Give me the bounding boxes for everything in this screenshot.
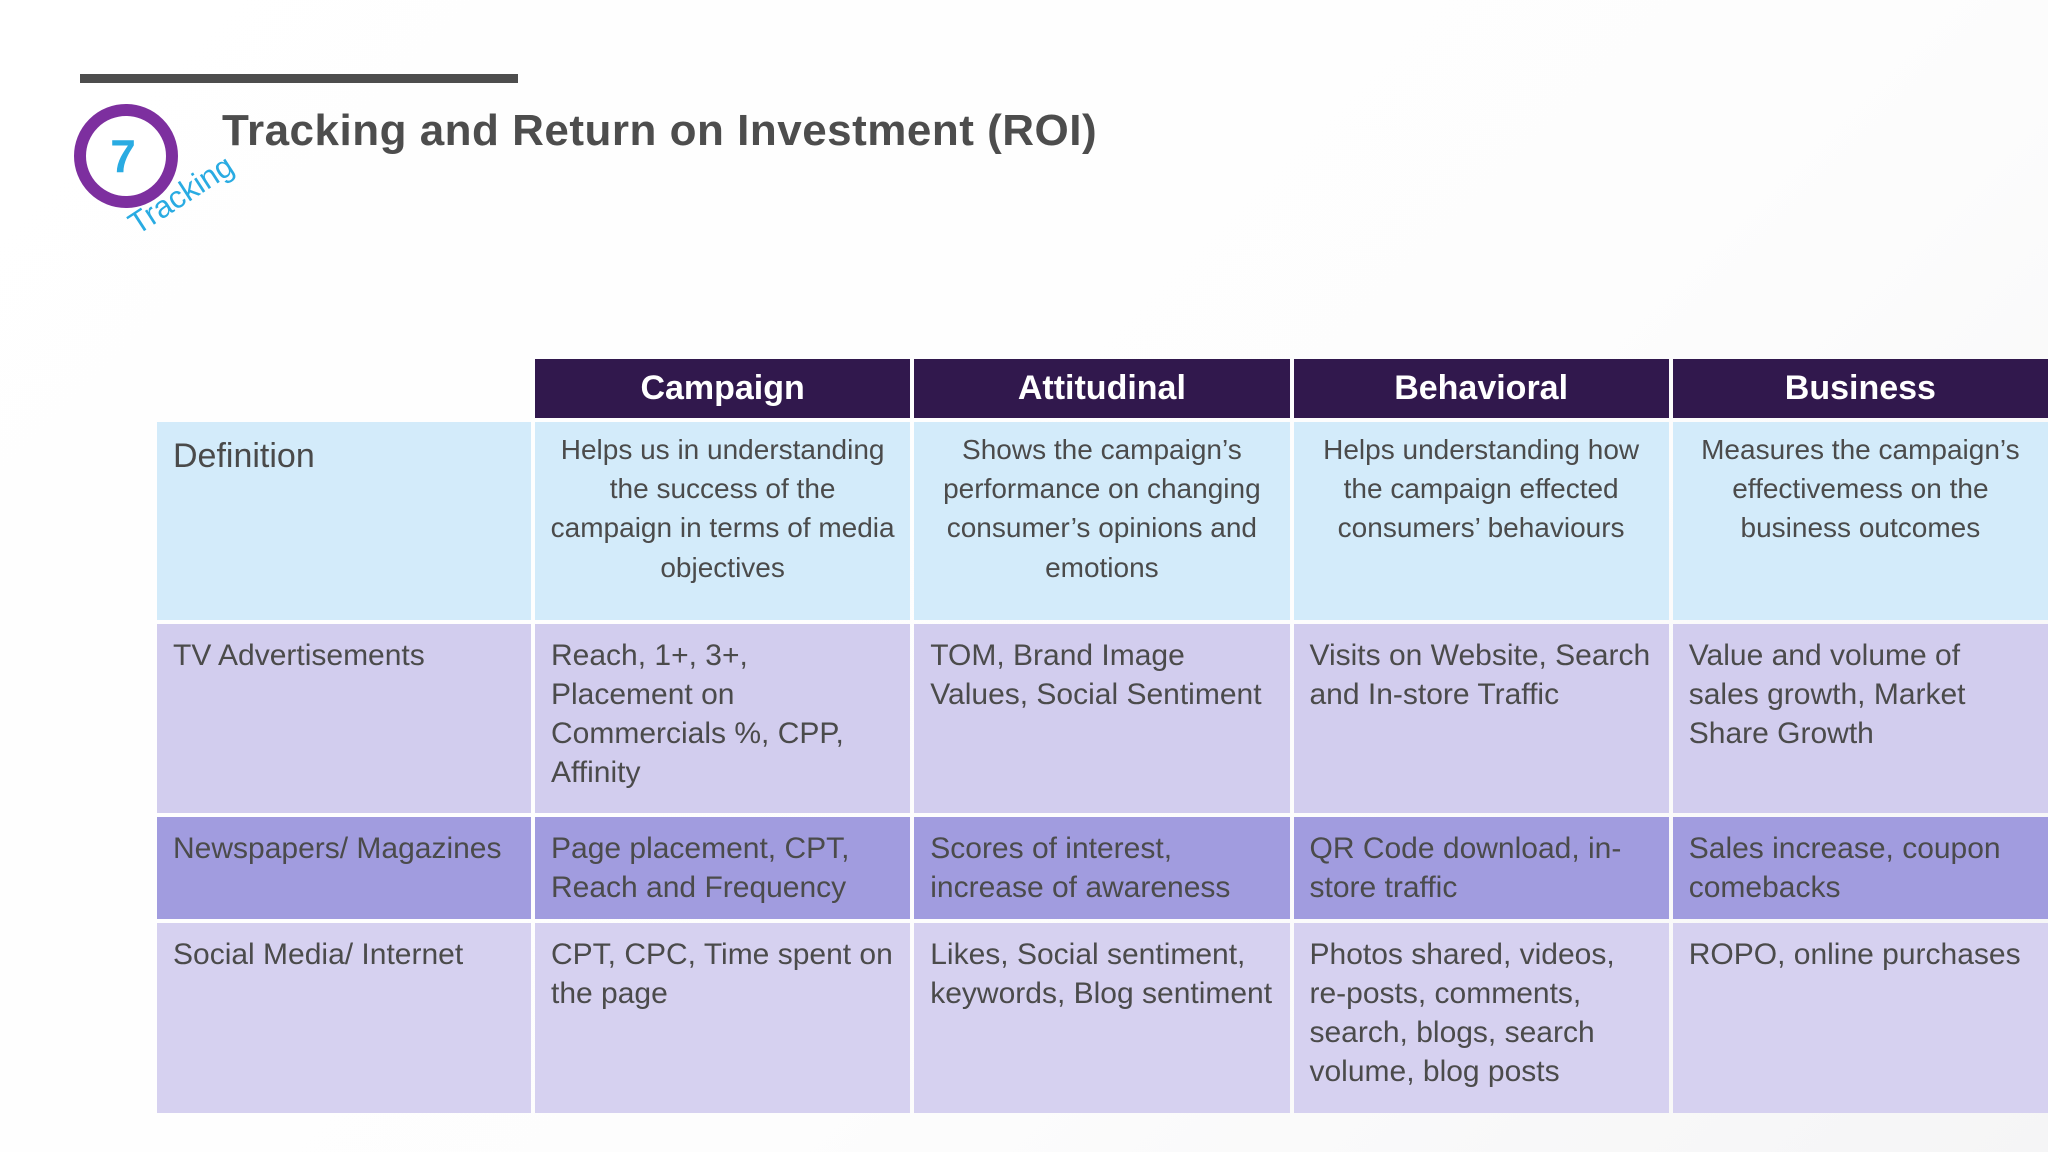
cell-definition-behavioral: Helps understanding how the campaign eff… (1293, 422, 1669, 620)
table-corner-empty (157, 359, 531, 418)
roi-metrics-table: Campaign Attitudinal Behavioral Business… (157, 359, 2048, 1113)
cell-news-business: Sales increase, coupon comebacks (1672, 817, 2048, 919)
cell-tv-campaign: Reach, 1+, 3+, Placement on Commercials … (535, 624, 911, 813)
cell-social-campaign: CPT, CPC, Time spent on the page (535, 923, 911, 1113)
cell-definition-attitudinal: Shows the campaign’s performance on chan… (914, 422, 1290, 620)
cell-news-behavioral: QR Code download, in-store traffic (1293, 817, 1669, 919)
cell-tv-behavioral: Visits on Website, Search and In-store T… (1293, 624, 1669, 813)
cell-definition-campaign: Helps us in understanding the success of… (535, 422, 911, 620)
column-header-attitudinal: Attitudinal (914, 359, 1290, 418)
cell-tv-business: Value and volume of sales growth, Market… (1672, 624, 2048, 813)
row-label-newspapers-magazines: Newspapers/ Magazines (157, 817, 531, 919)
cell-definition-business: Measures the campaign’s effectivemess on… (1672, 422, 2048, 620)
column-header-campaign: Campaign (535, 359, 911, 418)
slide-number: 7 (110, 130, 136, 182)
cell-tv-attitudinal: TOM, Brand Image Values, Social Sentimen… (914, 624, 1290, 813)
column-header-behavioral: Behavioral (1293, 359, 1669, 418)
cell-news-attitudinal: Scores of interest, increase of awarenes… (914, 817, 1290, 919)
cell-news-campaign: Page placement, CPT, Reach and Frequency (535, 817, 911, 919)
row-label-tv-advertisements: TV Advertisements (157, 624, 531, 813)
column-header-business: Business (1672, 359, 2048, 418)
title-accent-bar (80, 74, 518, 83)
cell-social-attitudinal: Likes, Social sentiment, keywords, Blog … (914, 923, 1290, 1113)
row-label-definition: Definition (157, 422, 531, 620)
page-title: Tracking and Return on Investment (ROI) (222, 106, 1098, 155)
row-label-social-media-internet: Social Media/ Internet (157, 923, 531, 1113)
cell-social-business: ROPO, online purchases (1672, 923, 2048, 1113)
cell-social-behavioral: Photos shared, videos, re-posts, comment… (1293, 923, 1669, 1113)
